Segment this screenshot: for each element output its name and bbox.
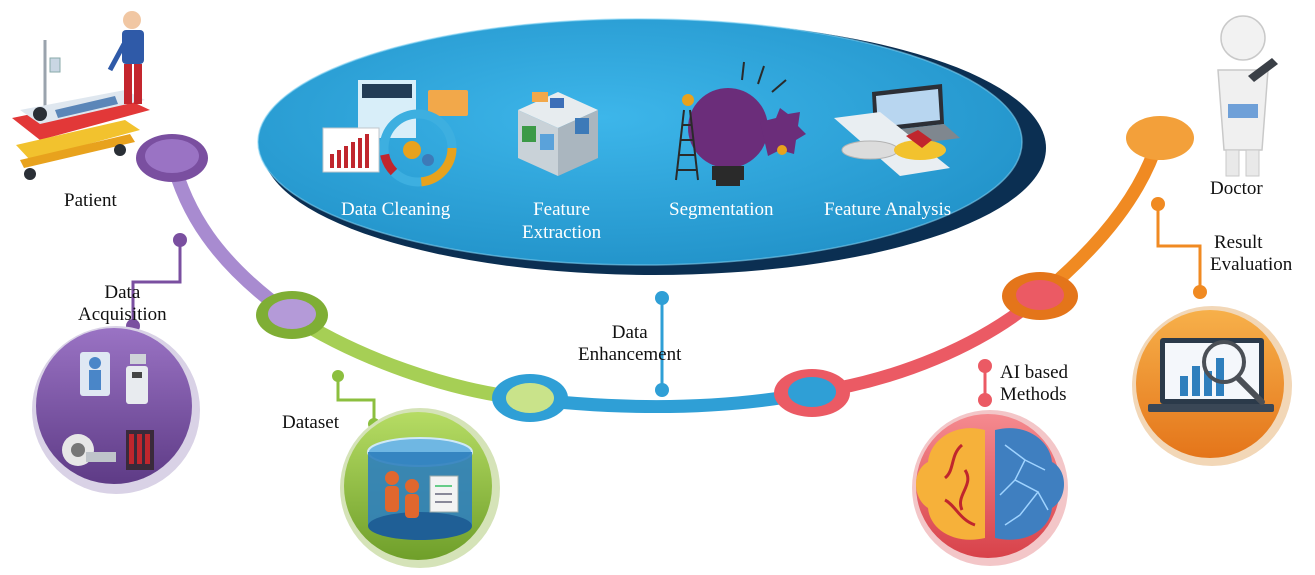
dataset-label: Dataset xyxy=(282,412,339,433)
ai-methods-label: AI based Methods xyxy=(1000,362,1068,406)
result-evaluation-label-line1: Result xyxy=(1214,232,1263,253)
data-enhancement-label: Data Enhancement xyxy=(578,322,681,366)
feature-extraction-label-line2: Extraction xyxy=(522,222,602,243)
data-acquisition-label: Data Acquisition xyxy=(78,282,167,326)
result-evaluation-label-line2: Evaluation xyxy=(1210,254,1293,275)
data-acquisition-label-line1: Data xyxy=(104,282,141,303)
patient-label: Patient xyxy=(64,190,117,211)
connector-leads xyxy=(126,197,1207,430)
feature-analysis-laptop-icon xyxy=(834,84,960,176)
data-acquisition-label-line2: Acquisition xyxy=(78,304,167,325)
enhancement-ellipse xyxy=(257,18,1046,275)
doctor-figure-icon xyxy=(1217,15,1278,177)
data-enhancement-label-line2: Enhancement xyxy=(578,344,682,365)
path-nodes xyxy=(136,116,1194,422)
ai-methods-label-line1: AI based xyxy=(1000,362,1069,383)
brain-circuit-icon xyxy=(912,410,1068,566)
data-cleaning-label: Data Cleaning xyxy=(341,199,451,220)
feature-extraction-cube-icon xyxy=(518,92,598,176)
segmentation-puzzle-bulb-icon xyxy=(675,61,806,186)
database-with-scans-icon xyxy=(340,408,500,568)
segmentation-label: Segmentation xyxy=(669,199,774,220)
data-cleaning-icon xyxy=(322,80,468,187)
feature-extraction-label: Feature Extraction xyxy=(522,198,601,244)
patient-on-stretcher-icon xyxy=(12,11,150,180)
doctor-label: Doctor xyxy=(1210,178,1263,199)
feature-extraction-label-line1: Feature xyxy=(533,199,591,220)
data-enhancement-label-line1: Data xyxy=(611,322,648,343)
ai-methods-label-line2: Methods xyxy=(1000,384,1067,405)
feature-analysis-label: Feature Analysis xyxy=(824,199,952,220)
medical-imaging-devices-icon xyxy=(32,326,200,494)
chart-magnifier-icon xyxy=(1132,306,1292,466)
result-evaluation-label: Result Evaluation xyxy=(1210,232,1292,276)
